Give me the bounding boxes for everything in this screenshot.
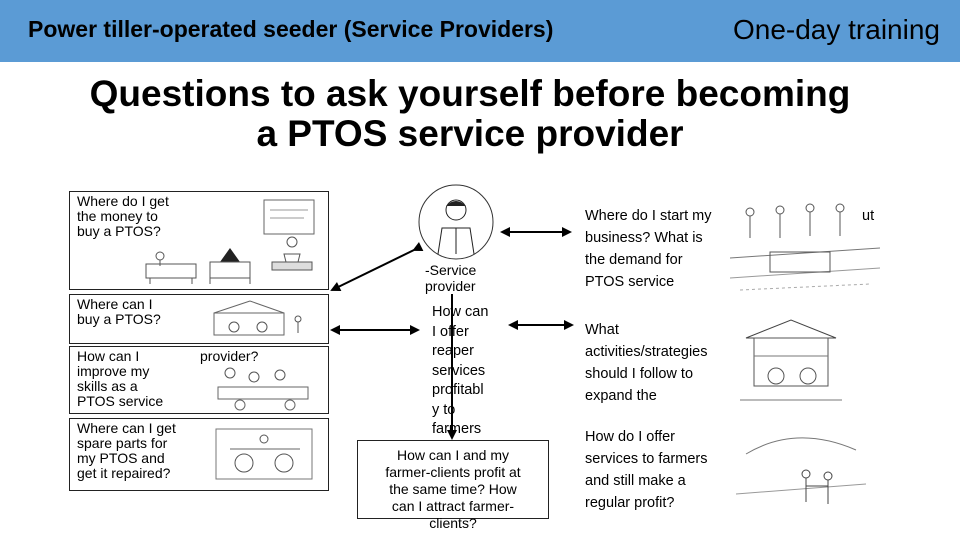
- repair-shop-sketch: [215, 428, 313, 480]
- farmers-meeting-sketch: [736, 437, 866, 504]
- slide-title: Questions to ask yourself before becomin…: [0, 74, 940, 154]
- question-demand: Where do I start my business? What is th…: [585, 208, 712, 290]
- question-text-overflow: provider?: [200, 348, 259, 364]
- course-title: Power tiller-operated seeder (Service Pr…: [28, 16, 554, 42]
- question-expand: What activities/strategies should I foll…: [585, 322, 708, 404]
- storage-shed-sketch: [740, 319, 842, 401]
- slide-title-line-2: a PTOS service provider: [256, 113, 684, 154]
- question-text: Where can I buy a PTOS?: [77, 296, 161, 327]
- service-provider-label: -Service provider: [425, 262, 477, 294]
- question-text: How can I and my farmer-clients profit a…: [385, 447, 521, 531]
- question-demand-overflow: ut: [862, 208, 875, 224]
- question-box-buy: Where can I buy a PTOS?: [69, 294, 329, 344]
- question-profit: How do I offer services to farmers and s…: [585, 429, 708, 511]
- bank-desk-sketch: [145, 251, 197, 284]
- dealer-shop-sketch: [213, 300, 302, 336]
- question-text: How can I improve my skills as a PTOS se…: [77, 348, 164, 409]
- arrow-to-money: [330, 241, 424, 291]
- question-text: Where can I get spare parts for my PTOS …: [77, 420, 176, 481]
- service-provider-sketch: [418, 184, 494, 260]
- question-box-money: Where do I get the money to buy a PTOS?: [69, 191, 329, 290]
- question-box-skills: How can I improve my skills as a PTOS se…: [69, 346, 329, 414]
- money-office-sketch: [209, 199, 315, 284]
- question-text: Where do I get the money to buy a PTOS?: [77, 193, 169, 239]
- slide-title-line-1: Questions to ask yourself before becomin…: [89, 73, 851, 114]
- session-label: One-day training: [732, 14, 940, 45]
- center-question-box: How can I and my farmer-clients profit a…: [357, 440, 549, 531]
- question-box-repairs: Where can I get spare parts for my PTOS …: [69, 418, 329, 491]
- header-bar: Power tiller-operated seeder (Service Pr…: [0, 0, 960, 62]
- training-class-sketch: [217, 367, 309, 411]
- field-demonstration-sketch: [730, 203, 880, 291]
